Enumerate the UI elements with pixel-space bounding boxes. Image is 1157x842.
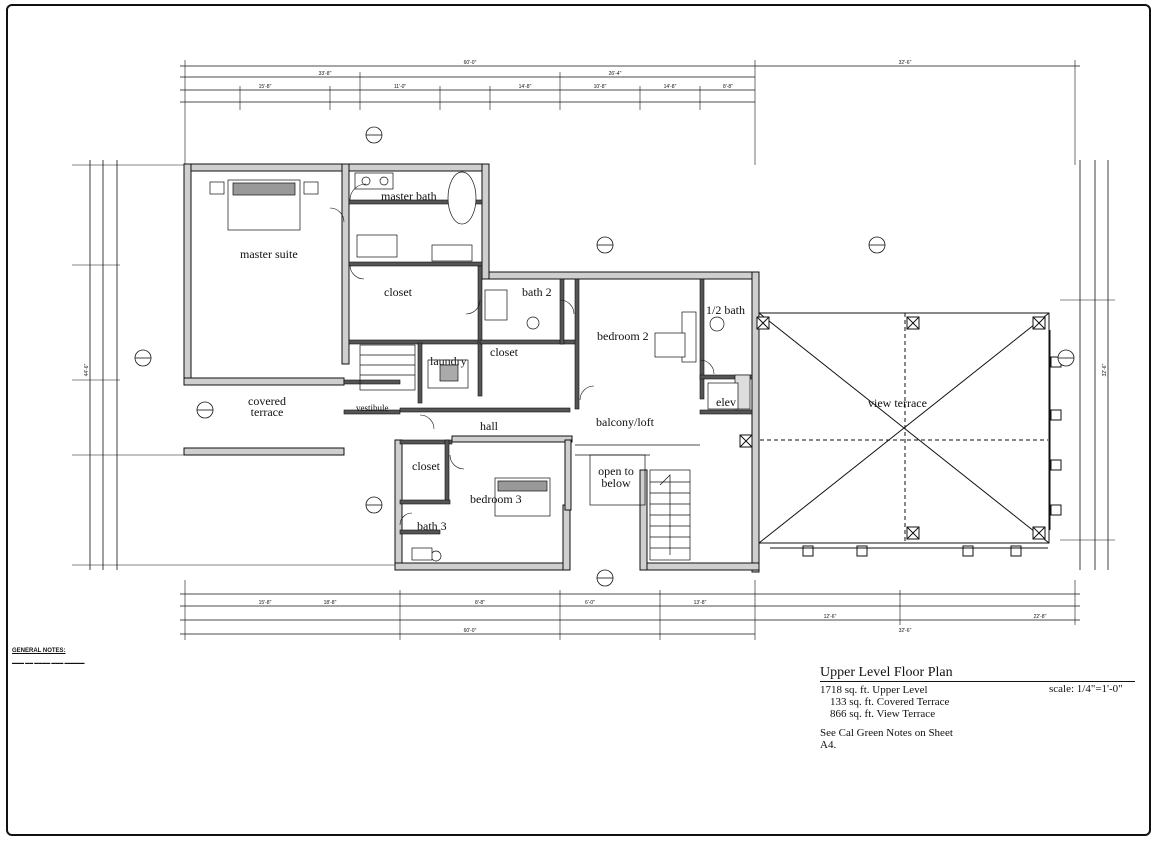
dim-seg-bottom-5: 12'-6" — [824, 614, 837, 620]
dim-seg-top-2: 14'-8" — [519, 84, 532, 90]
dim-seg-bottom-3: 6'-0" — [585, 600, 595, 606]
title-underline — [820, 681, 1135, 682]
sheet-title: Upper Level Floor Plan — [820, 665, 953, 680]
room-closet-master: closet — [384, 285, 412, 299]
room-bath-3: bath 3 — [417, 519, 447, 533]
dim-overall-top: 60'-0" — [464, 60, 477, 66]
dim-seg-top-4: 14'-8" — [664, 84, 677, 90]
dim-seg-bottom-1: 18'-8" — [324, 600, 337, 606]
area-view-terrace: 866 sq. ft. View Terrace — [830, 708, 936, 720]
area-upper-level: 1718 sq. ft. Upper Level — [820, 684, 928, 696]
room-covered-terrace: covered terrace — [248, 394, 286, 419]
dim-seg-bottom-0: 15'-8" — [259, 600, 272, 606]
dim-left-sub: 33'-8" — [319, 71, 332, 77]
room-bedroom-2: bedroom 2 — [597, 329, 649, 343]
dim-right-sub: 26'-4" — [609, 71, 622, 77]
room-closet-br3: closet — [412, 459, 440, 473]
dim-bottom-right: 32'-6" — [899, 628, 912, 634]
cal-green-note: See Cal Green Notes on Sheet A4. — [820, 727, 953, 751]
dim-seg-bottom-6: 22'-8" — [1034, 614, 1047, 620]
dim-seg-top-5: 8'-8" — [723, 84, 733, 90]
dim-left-side: 44'-6" — [84, 363, 90, 376]
dim-overall-bottom: 60'-0" — [464, 628, 477, 634]
dim-right-side: 32'-6" — [1102, 363, 1108, 376]
room-vestibule: vestibule — [356, 403, 389, 413]
room-master-suite: master suite — [240, 247, 298, 261]
room-bedroom-3: bedroom 3 — [470, 492, 522, 506]
dim-seg-top-3: 10'-8" — [594, 84, 607, 90]
drawing-sheet-border — [6, 4, 1151, 836]
room-elev: elev — [716, 395, 736, 409]
room-view-terrace: view terrace — [868, 396, 927, 410]
general-notes-column-1: ▬▬▬ ▬▬ ▬▬▬▬ ▬▬▬ ▬▬▬▬▬ — [12, 660, 85, 665]
room-balcony-loft: balcony/loft — [596, 415, 654, 429]
general-notes-heading: GENERAL NOTES: — [12, 648, 66, 654]
dim-seg-bottom-2: 8'-8" — [475, 600, 485, 606]
dim-seg-top-1: 11'-0" — [394, 84, 407, 90]
room-bath-2: bath 2 — [522, 285, 552, 299]
drawing-scale: scale: 1/4"=1'-0" — [1049, 683, 1123, 695]
area-summary: 1718 sq. ft. Upper Level 133 sq. ft. Cov… — [820, 684, 949, 720]
room-closet-mid: closet — [490, 345, 518, 359]
dim-seg-bottom-4: 13'-8" — [694, 600, 707, 606]
dim-seg-top-0: 15'-8" — [259, 84, 272, 90]
room-laundry: laundry — [430, 354, 467, 368]
room-open-to-below: open to below — [598, 464, 634, 490]
room-master-bath: master bath — [381, 189, 437, 203]
dim-right-top: 32'-6" — [899, 60, 912, 66]
room-half-bath: 1/2 bath — [706, 303, 745, 317]
room-hall: hall — [480, 419, 498, 433]
area-covered-terrace: 133 sq. ft. Covered Terrace — [830, 696, 950, 708]
